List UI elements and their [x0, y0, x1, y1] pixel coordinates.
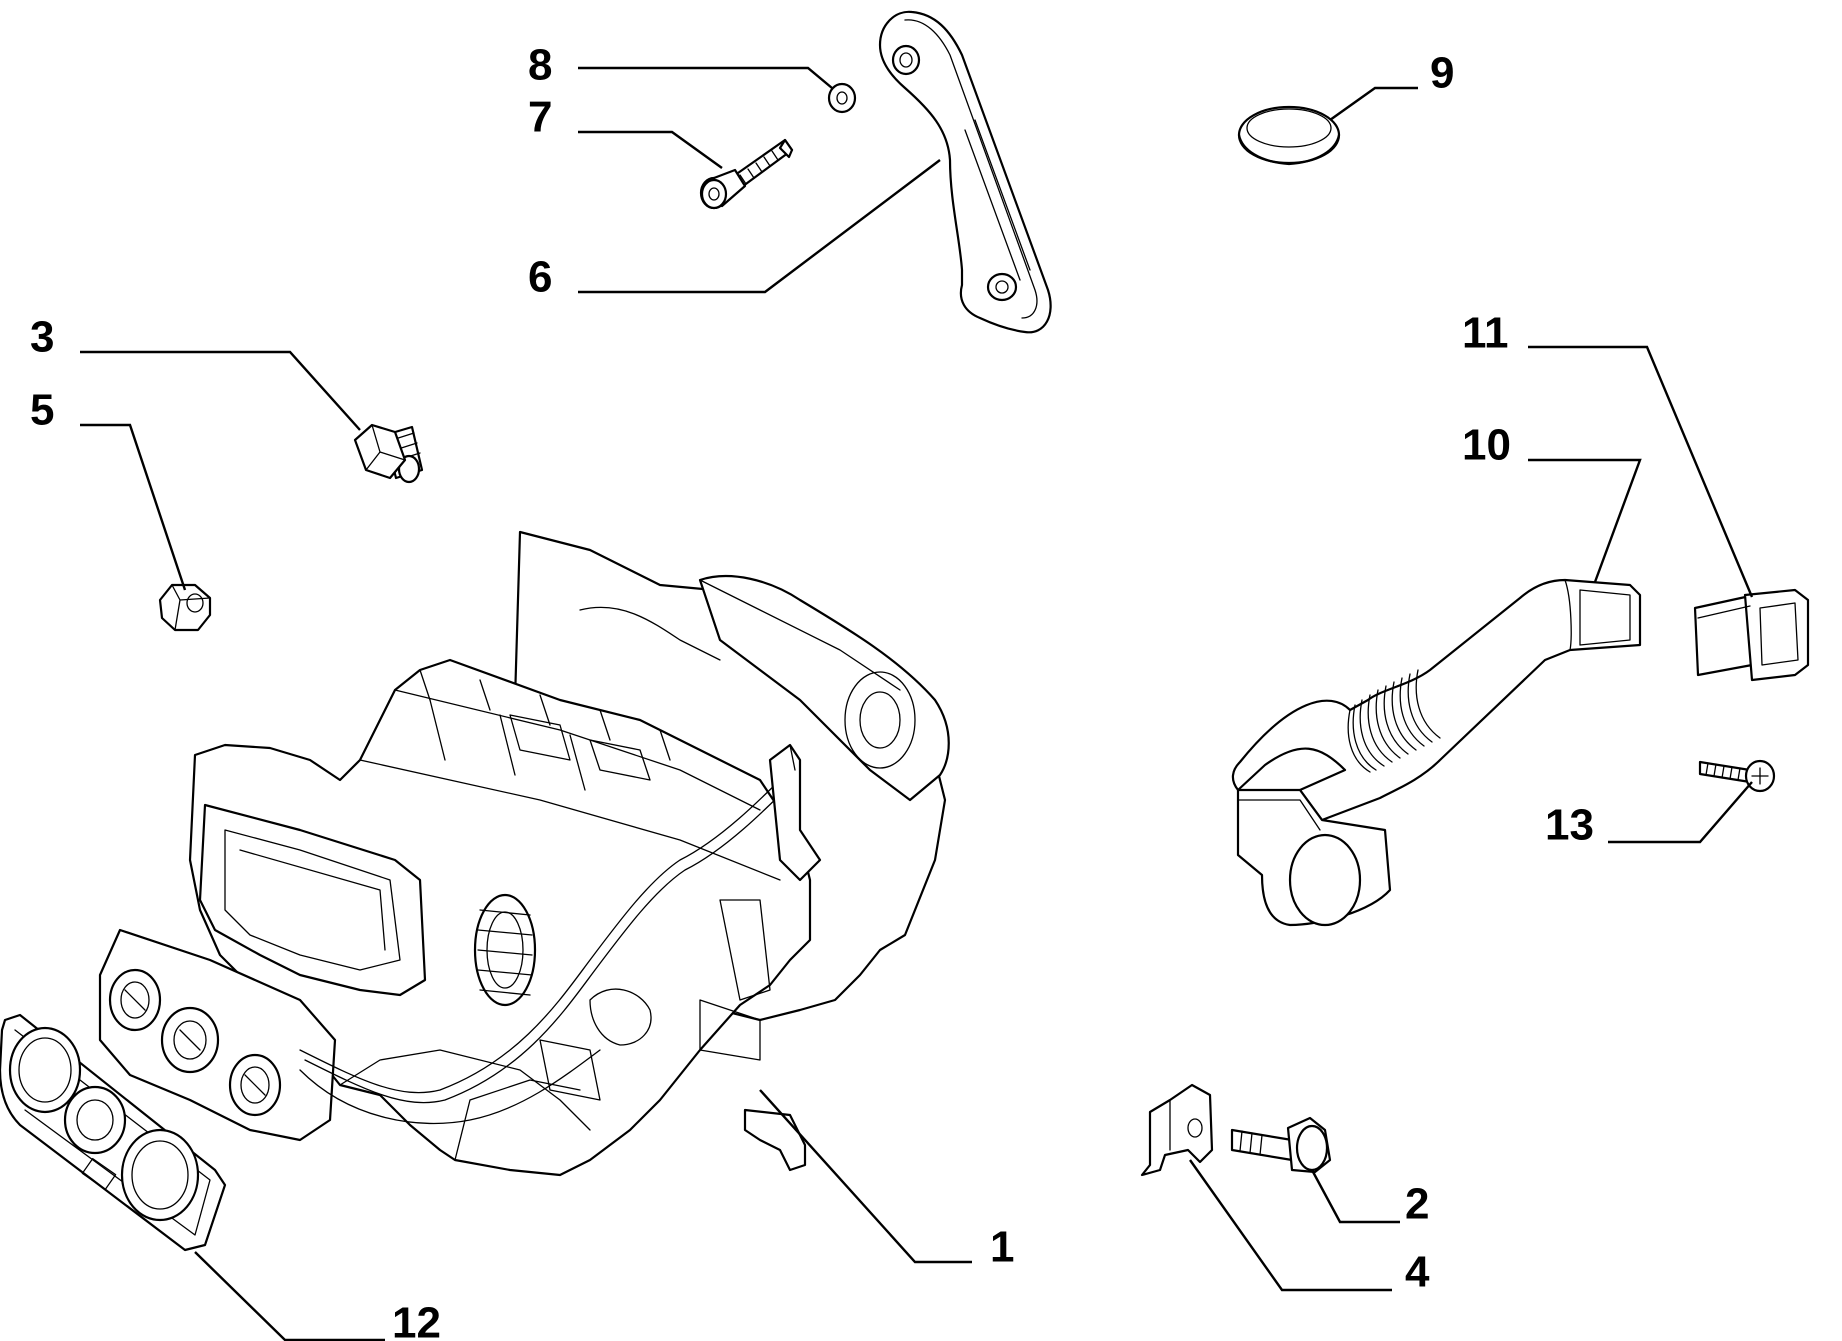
part-5-nut [158, 583, 212, 632]
callout-3: 3 [30, 313, 54, 362]
part-10-hose [1231, 578, 1642, 927]
callout-12: 12 [392, 1299, 441, 1341]
callout-7: 7 [528, 93, 552, 142]
leader-lines [80, 66, 1754, 1341]
callout-labels: 8 7 6 9 3 5 11 10 13 2 4 1 12 [30, 41, 1594, 1341]
part-9-plug [1237, 105, 1341, 166]
part-4-clip [1140, 1083, 1214, 1177]
callout-11: 11 [1462, 309, 1509, 358]
callout-10: 10 [1462, 421, 1511, 470]
part-12-control-bezel [0, 1013, 227, 1252]
part-6-bracket [878, 10, 1052, 334]
callout-9: 9 [1430, 49, 1454, 98]
callout-6: 6 [528, 253, 552, 302]
callout-8: 8 [528, 41, 552, 90]
part-2-bolt [1230, 1116, 1332, 1174]
callout-13: 13 [1545, 801, 1594, 850]
part-7-screw [699, 138, 794, 210]
part-11-duct-adapter [1693, 588, 1810, 682]
callout-5: 5 [30, 386, 54, 435]
callout-4: 4 [1405, 1248, 1430, 1297]
part-13-screw [1698, 759, 1776, 793]
part-3-bolt [353, 423, 424, 484]
part-1-hvac-unit [98, 530, 950, 1177]
callout-1: 1 [990, 1223, 1014, 1272]
callout-2: 2 [1405, 1180, 1429, 1229]
part-8-washer [827, 82, 857, 114]
